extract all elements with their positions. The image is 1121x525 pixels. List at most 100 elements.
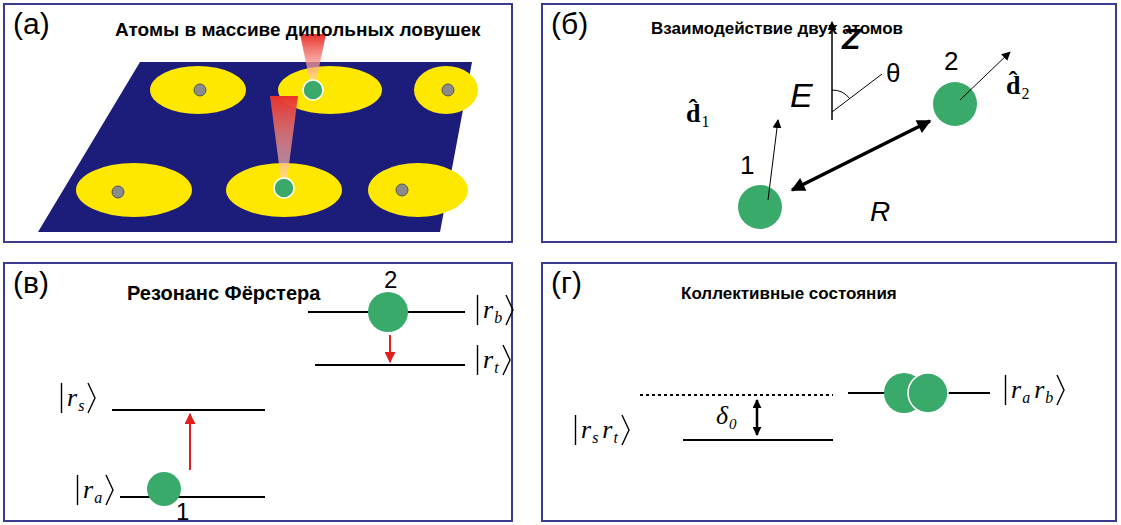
angle-line <box>832 74 882 112</box>
subscript: 0 <box>729 416 737 433</box>
panel-letter: (б) <box>551 7 588 41</box>
ket-bar <box>477 295 478 325</box>
symbol: r <box>483 345 493 375</box>
energy-level <box>120 496 265 498</box>
atom <box>368 292 408 332</box>
ket-bar <box>1002 373 1009 407</box>
ket-angle <box>622 415 629 445</box>
state-ket: rs <box>58 381 97 415</box>
ket-angle <box>506 295 513 325</box>
state-ket: rb <box>474 293 515 327</box>
distance-label: R <box>870 196 890 228</box>
atom-number: 1 <box>740 150 754 181</box>
symbol: r <box>1011 375 1021 405</box>
rydberg-atom <box>303 80 323 100</box>
subscript: a <box>94 489 102 507</box>
ket-angle <box>1055 373 1066 407</box>
dipole-symbol: d̂2 <box>1006 71 1029 101</box>
ket-bar <box>74 473 81 507</box>
symbol: r <box>602 415 612 445</box>
panel-title: Взаимодействие двух атомов <box>651 19 903 39</box>
state-ket: rt <box>474 343 512 377</box>
rydberg-atom <box>274 178 294 198</box>
panel-letter: (в) <box>13 266 49 300</box>
panel-frame: (г)Коллективные состояния <box>541 262 1117 522</box>
atom <box>933 82 977 126</box>
ket-angle <box>88 383 95 413</box>
ket-angle <box>86 381 97 415</box>
trap-spot <box>150 66 246 114</box>
energy-level <box>683 439 833 441</box>
symbol: d̂ <box>1006 71 1020 101</box>
subscript: t <box>613 429 617 447</box>
panel-title: Резонанс Фёрстера <box>127 282 320 305</box>
laser-beam <box>300 34 326 82</box>
ket-bar <box>474 293 481 327</box>
ket-angle <box>620 413 631 447</box>
ket-bar <box>572 413 579 447</box>
field-label: E <box>790 76 813 115</box>
detuning-arrow <box>756 400 759 435</box>
symbol: d̂ <box>686 99 700 129</box>
transition-arrow <box>389 335 391 362</box>
ket-angle <box>501 343 512 377</box>
atom <box>147 472 181 506</box>
subscript: b <box>494 309 502 327</box>
trap-spot <box>368 163 468 217</box>
symbol: r <box>581 415 591 445</box>
subscript: s <box>78 397 84 415</box>
distance-arrow <box>792 121 930 190</box>
angle-label: θ <box>886 58 900 89</box>
atom-dot <box>442 84 454 96</box>
transition-arrow <box>189 414 191 470</box>
energy-level <box>315 364 465 366</box>
ket-bar <box>474 343 481 377</box>
state-ket: rarb <box>1002 373 1066 407</box>
atom-number: 1 <box>176 498 189 525</box>
trap-spot <box>414 66 478 114</box>
panel-frame: (а) Атомы в массиве дипольных ловушек <box>3 3 513 243</box>
subscript: b <box>1045 389 1053 407</box>
atom-dot <box>194 84 206 96</box>
dipole-arrow <box>960 52 1010 100</box>
subscript: t <box>494 359 498 377</box>
subscript: s <box>592 429 598 447</box>
ket-bar <box>1005 375 1006 405</box>
panel-frame: (б) Взаимодействие двух атомов <box>541 3 1117 243</box>
ket-bar <box>61 383 62 413</box>
symbol: δ <box>716 401 728 431</box>
ket-bar <box>77 475 78 505</box>
atom-number: 2 <box>944 46 958 77</box>
ket-angle <box>106 475 113 505</box>
trap-plane <box>38 62 472 232</box>
angle-arc <box>832 90 850 99</box>
panel-frame: (в) Резонанс Фёрстера <box>3 262 513 522</box>
dipole-arrow <box>768 120 778 200</box>
ket-angle <box>503 345 510 375</box>
ket-angle <box>504 293 515 327</box>
ket-bar <box>575 415 576 445</box>
energy-level <box>112 409 265 411</box>
ket-angle <box>1057 375 1064 405</box>
state-ket: rsrt <box>572 413 631 447</box>
panel-letter: (а) <box>13 7 50 41</box>
ket-bar <box>477 345 478 375</box>
atom-dot <box>112 186 124 198</box>
symbol: r <box>67 383 77 413</box>
ket-angle <box>104 473 115 507</box>
state-ket: ra <box>74 473 115 507</box>
symbol: r <box>1034 375 1044 405</box>
symbol: r <box>483 295 493 325</box>
ket-bar <box>58 381 65 415</box>
symbol: r <box>83 475 93 505</box>
atom <box>908 373 948 413</box>
virtual-level <box>640 394 833 396</box>
dipole-symbol: d̂1 <box>686 99 709 129</box>
panel-title: Коллективные состояния <box>681 284 897 304</box>
atom-dot <box>396 184 408 196</box>
atom-number: 2 <box>384 266 397 294</box>
subscript: 1 <box>701 113 709 131</box>
detuning-symbol: δ0 <box>716 401 737 431</box>
atom <box>738 185 782 229</box>
panel-title: Атомы в массиве дипольных ловушек <box>115 19 481 41</box>
